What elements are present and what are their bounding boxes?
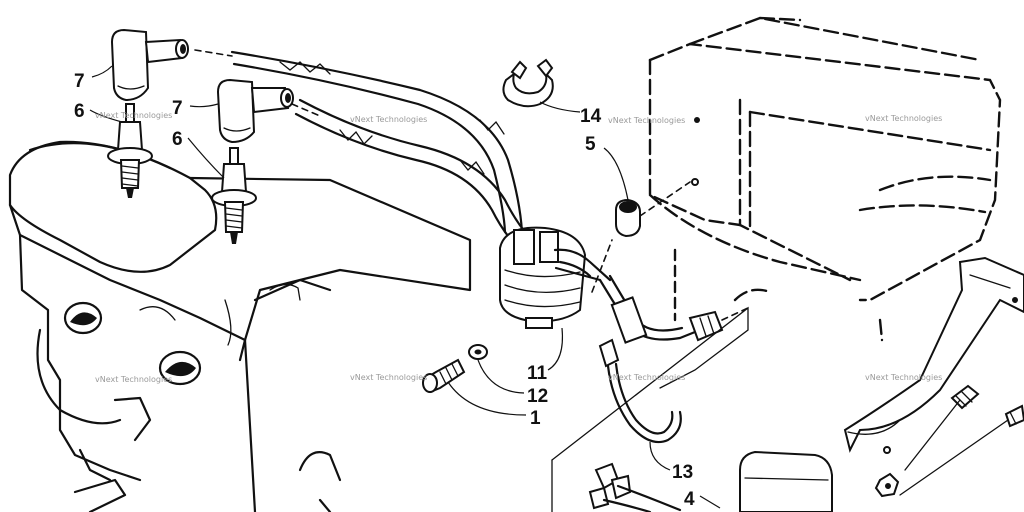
- mounting-bracket: [843, 256, 1024, 496]
- high-tension-leads: [194, 49, 542, 256]
- spark-plug-cap-left: [110, 28, 189, 102]
- coil-screw: [422, 358, 466, 394]
- callout-6-left-plug: 6: [74, 101, 85, 122]
- callout-7-left-cap: 7: [74, 71, 85, 92]
- washer: [468, 344, 488, 360]
- watermark-text: vNext Technologies: [350, 373, 427, 382]
- watermark-text: vNext Technologies: [608, 373, 685, 382]
- callout-14-clip: 14: [580, 106, 602, 127]
- callout-7-right-cap: 7: [172, 98, 183, 119]
- watermark-text: vNext Technologies: [865, 114, 942, 123]
- callout-labels: 7 6 7 6 14 5 11 12 1 13 4: [74, 71, 695, 510]
- watermark-text: vNext Technologies: [608, 116, 685, 125]
- callout-6-right-plug: 6: [172, 129, 183, 150]
- callout-11-coil: 11: [527, 363, 548, 384]
- watermark-text: vNext Technologies: [95, 375, 172, 384]
- callout-13-cable-tie: 13: [672, 462, 693, 483]
- ignition-coil: [499, 226, 612, 329]
- watermarks: vNext Technologies vNext Technologies vN…: [95, 111, 942, 384]
- callout-4-cdi: 4: [684, 489, 695, 510]
- cdi-box: [739, 450, 900, 512]
- spark-plug-cap-right: [216, 78, 294, 144]
- callout-12-washer: 12: [527, 386, 548, 407]
- watermark-text: vNext Technologies: [865, 373, 942, 382]
- watermark-text: vNext Technologies: [350, 115, 427, 124]
- rubber-spacer: [615, 181, 691, 238]
- callout-1-screw: 1: [530, 408, 541, 429]
- spark-plug-left: [107, 103, 153, 198]
- spark-plug-right: [211, 147, 257, 244]
- engine-cylinder-head: [8, 140, 472, 512]
- group-bracket-outline: [551, 306, 749, 461]
- electrical-box-cover: [648, 16, 1002, 342]
- wire-clip: [502, 58, 554, 108]
- callout-5-spacer: 5: [585, 134, 596, 155]
- watermark-text: vNext Technologies: [95, 111, 172, 120]
- cable-tie: [598, 338, 682, 444]
- coil-harness: [591, 239, 749, 344]
- leader-lines: [89, 65, 721, 509]
- wire-connector-set: [588, 462, 682, 512]
